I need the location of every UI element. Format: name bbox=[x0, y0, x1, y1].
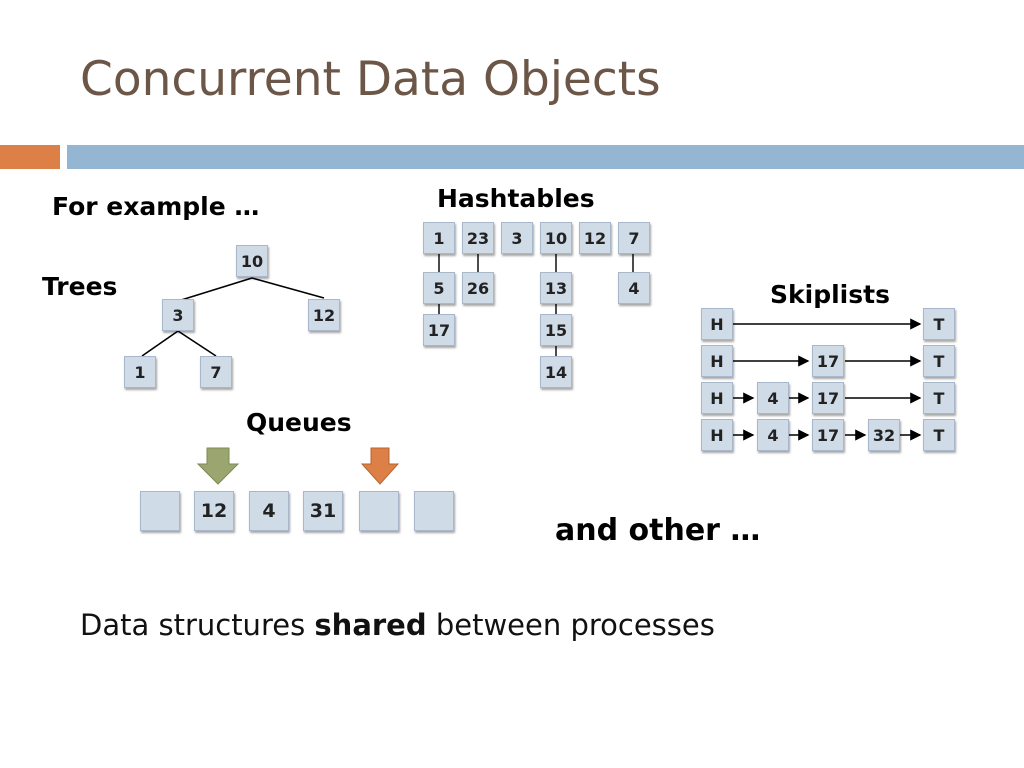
skiplist-node: 17 bbox=[812, 419, 844, 451]
queue-cell: 31 bbox=[303, 491, 343, 531]
tree-edge bbox=[177, 277, 253, 302]
skiplist-node: 4 bbox=[757, 382, 789, 414]
hash-bucket: 12 bbox=[579, 222, 611, 254]
trees-label: Trees bbox=[42, 272, 118, 301]
skiplist-tail-node: T bbox=[923, 308, 955, 340]
skiplist-node: 4 bbox=[757, 419, 789, 451]
skiplist-head-node: H bbox=[701, 419, 733, 451]
bottom-text-bold: shared bbox=[314, 608, 427, 642]
hashtables-label: Hashtables bbox=[437, 184, 595, 213]
queue-cell-empty bbox=[414, 491, 454, 531]
hash-bucket: 1 bbox=[423, 222, 455, 254]
tree-node-left-right: 7 bbox=[200, 356, 232, 388]
bottom-sentence: Data structures shared between processes bbox=[80, 608, 715, 642]
bottom-text-post: between processes bbox=[426, 608, 715, 642]
hash-chain-node: 17 bbox=[423, 314, 455, 346]
tree-node-root: 10 bbox=[236, 245, 268, 277]
queue-head-arrow-icon bbox=[196, 447, 240, 485]
hash-chain-node: 14 bbox=[540, 356, 572, 388]
tree-edge bbox=[141, 330, 179, 357]
hash-chain-node: 26 bbox=[462, 272, 494, 304]
queue-cell: 12 bbox=[194, 491, 234, 531]
skiplist-node: 32 bbox=[868, 419, 900, 451]
queue-cell-empty bbox=[359, 491, 399, 531]
queues-label: Queues bbox=[246, 408, 352, 437]
tree-node-right: 12 bbox=[308, 299, 340, 331]
accent-bar-orange bbox=[0, 145, 60, 169]
hash-bucket: 23 bbox=[462, 222, 494, 254]
bottom-text-pre: Data structures bbox=[80, 608, 315, 642]
queue-cell: 4 bbox=[249, 491, 289, 531]
skiplist-tail-node: T bbox=[923, 419, 955, 451]
intro-text: For example … bbox=[52, 192, 260, 221]
tree-node-left-left: 1 bbox=[124, 356, 156, 388]
hash-bucket: 7 bbox=[618, 222, 650, 254]
and-other-text: and other … bbox=[555, 513, 761, 548]
hash-chain-node: 15 bbox=[540, 314, 572, 346]
skiplist-head-node: H bbox=[701, 345, 733, 377]
skiplist-head-node: H bbox=[701, 382, 733, 414]
skiplist-node: 17 bbox=[812, 345, 844, 377]
hash-bucket: 10 bbox=[540, 222, 572, 254]
queue-tail-arrow-icon bbox=[360, 447, 400, 485]
hash-chain-node: 13 bbox=[540, 272, 572, 304]
skiplist-tail-node: T bbox=[923, 382, 955, 414]
tree-node-left: 3 bbox=[162, 299, 194, 331]
hash-chain-node: 4 bbox=[618, 272, 650, 304]
skiplist-tail-node: T bbox=[923, 345, 955, 377]
queue-cell-empty bbox=[140, 491, 180, 531]
tree-edge bbox=[177, 330, 217, 357]
tree-edge bbox=[251, 277, 325, 299]
slide-title: Concurrent Data Objects bbox=[80, 52, 661, 107]
hash-bucket: 3 bbox=[501, 222, 533, 254]
hash-chain-node: 5 bbox=[423, 272, 455, 304]
skiplists-label: Skiplists bbox=[770, 280, 890, 309]
accent-bar-blue bbox=[67, 145, 1024, 169]
skiplist-head-node: H bbox=[701, 308, 733, 340]
skiplist-node: 17 bbox=[812, 382, 844, 414]
